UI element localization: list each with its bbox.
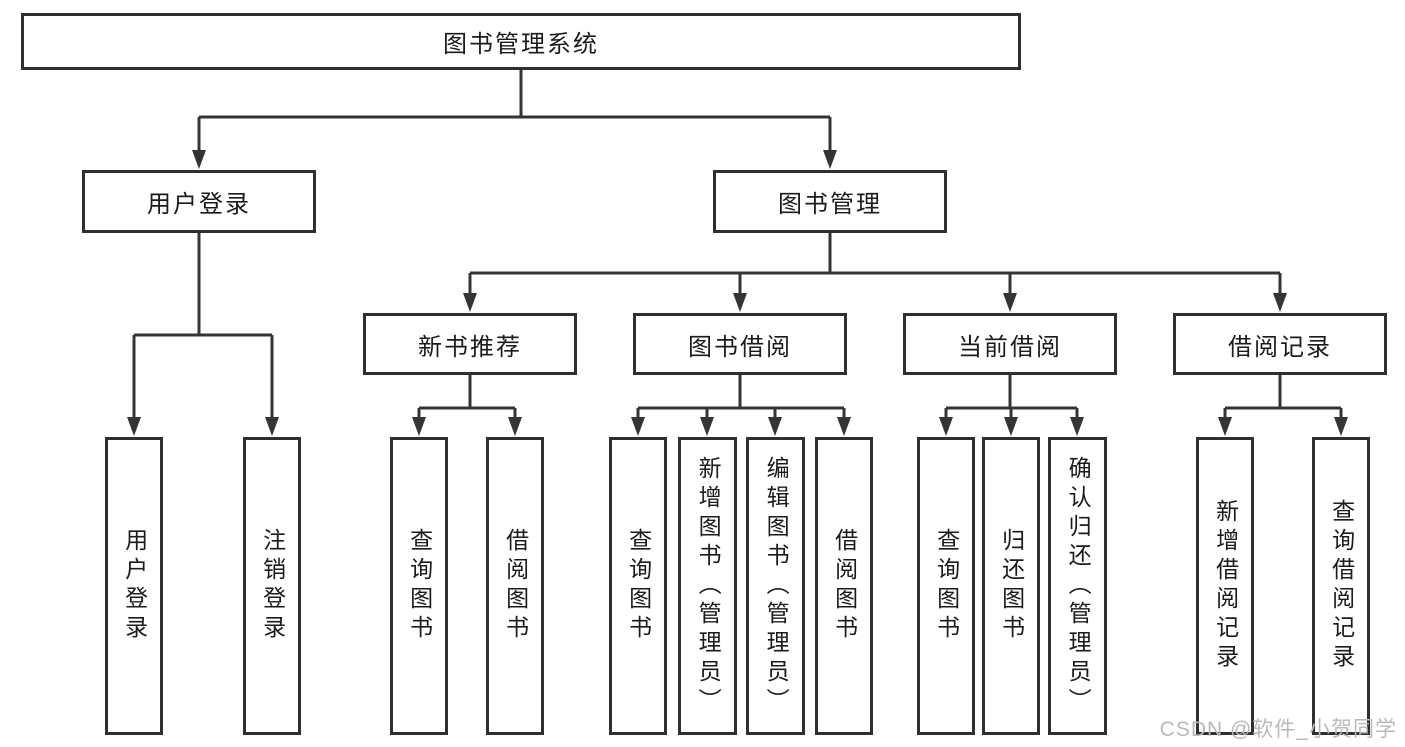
leaf-add-book-admin: 新增图书（管理员） — [678, 437, 737, 735]
leaf-query-borrow-record: 查询借阅记录 — [1312, 437, 1370, 735]
leaf-edit-book-admin-label: 编辑图书（管理员） — [763, 455, 790, 717]
leaf-query-books-current: 查询图书 — [917, 437, 975, 735]
node-borrow-records: 借阅记录 — [1173, 313, 1387, 375]
leaf-query-books-current-label: 查询图书 — [933, 528, 960, 644]
csdn-watermark: CSDN @软件_小贺同学 — [1159, 718, 1397, 741]
leaf-query-books-recommend-label: 查询图书 — [406, 528, 433, 644]
node-book-borrow-label: 图书借阅 — [688, 333, 792, 361]
node-current-borrow: 当前借阅 — [903, 313, 1117, 375]
leaf-user-login-label: 用户登录 — [121, 528, 148, 644]
leaf-borrow-books-2: 借阅图书 — [815, 437, 873, 735]
node-user-login: 用户登录 — [82, 170, 316, 233]
leaf-logout-label: 注销登录 — [259, 528, 286, 644]
leaf-confirm-return-admin-label: 确认归还（管理员） — [1065, 455, 1092, 717]
leaf-query-books-borrow-label: 查询图书 — [625, 528, 652, 644]
leaf-borrow-books-2-label: 借阅图书 — [831, 528, 858, 644]
leaf-user-login: 用户登录 — [105, 437, 163, 735]
node-current-borrow-label: 当前借阅 — [958, 333, 1062, 361]
node-book-borrow: 图书借阅 — [633, 313, 847, 375]
node-root: 图书管理系统 — [21, 13, 1021, 70]
leaf-return-book-label: 归还图书 — [998, 528, 1025, 644]
node-book-management: 图书管理 — [713, 170, 947, 233]
leaf-query-books-borrow: 查询图书 — [609, 437, 667, 735]
node-root-label: 图书管理系统 — [443, 31, 599, 58]
leaf-query-borrow-record-label: 查询借阅记录 — [1328, 499, 1355, 673]
leaf-logout: 注销登录 — [243, 437, 301, 735]
node-user-login-label: 用户登录 — [147, 191, 251, 218]
node-borrow-records-label: 借阅记录 — [1228, 333, 1332, 361]
leaf-borrow-books-recommend: 借阅图书 — [486, 437, 544, 735]
leaf-add-book-admin-label: 新增图书（管理员） — [695, 455, 722, 717]
node-new-book-recommend-label: 新书推荐 — [418, 333, 522, 361]
leaf-edit-book-admin: 编辑图书（管理员） — [746, 437, 805, 735]
leaf-confirm-return-admin: 确认归还（管理员） — [1048, 437, 1107, 735]
leaf-add-borrow-record: 新增借阅记录 — [1196, 437, 1254, 735]
leaf-return-book: 归还图书 — [982, 437, 1040, 735]
node-new-book-recommend: 新书推荐 — [363, 313, 577, 375]
leaf-borrow-books-recommend-label: 借阅图书 — [502, 528, 529, 644]
arrowheads — [127, 150, 1348, 436]
leaf-query-books-recommend: 查询图书 — [390, 437, 448, 735]
node-book-management-label: 图书管理 — [778, 191, 882, 218]
leaf-add-borrow-record-label: 新增借阅记录 — [1212, 499, 1239, 673]
